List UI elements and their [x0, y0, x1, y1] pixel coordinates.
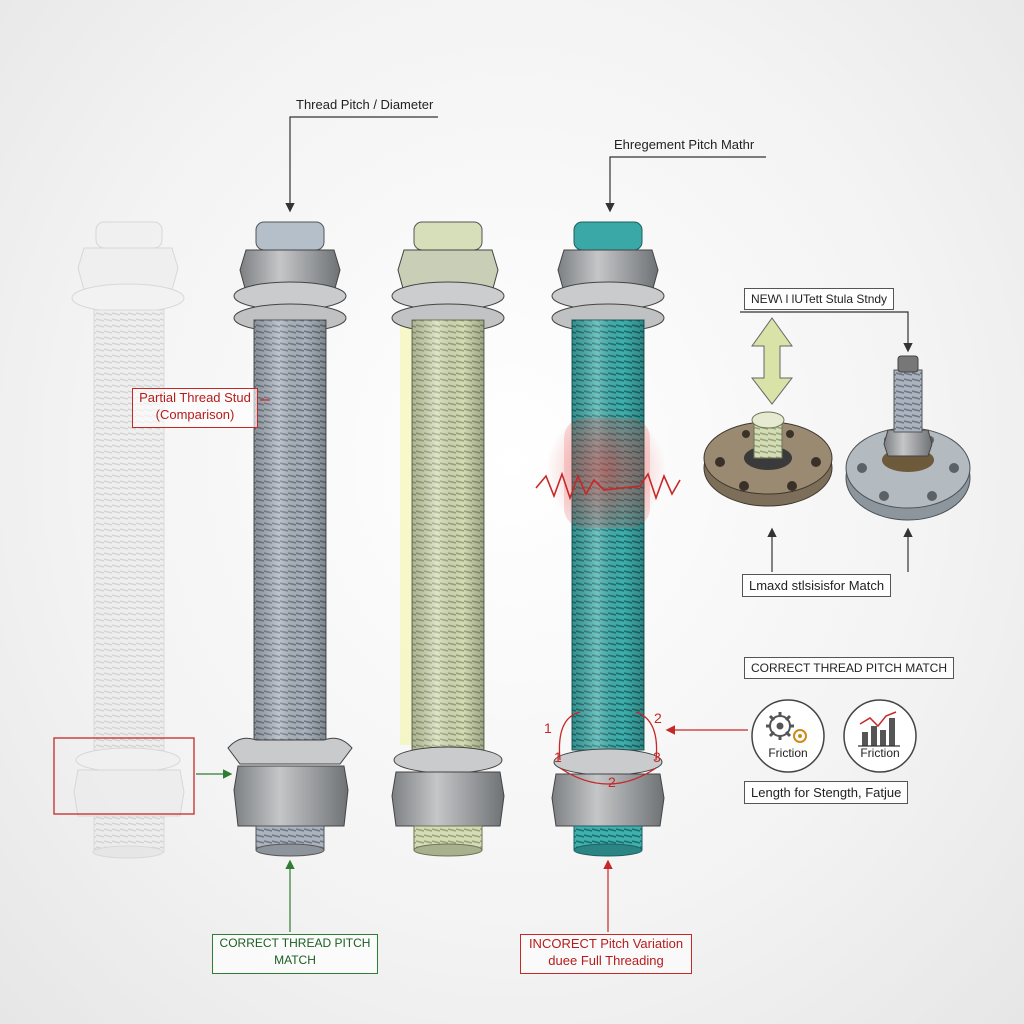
stress-wave	[535, 471, 681, 501]
callout-number-2-upper: 2	[654, 710, 662, 726]
new-stud-flange	[845, 355, 971, 521]
incorrect-pitch-label: INCORECT Pitch Variation duee Full Threa…	[520, 934, 692, 974]
leader-lines	[196, 116, 913, 932]
partial-thread-stud-line2: (Comparison)	[155, 407, 235, 422]
incorrect-pitch-line2: duee Full Threading	[548, 953, 664, 968]
correct-pitch-bottom-line2: MATCH	[274, 953, 316, 967]
bar-chart-icon-caption: Friction	[860, 746, 900, 760]
callout-number-1-lower: 1	[554, 749, 562, 765]
double-arrow-icon	[750, 317, 794, 405]
correct-pitch-bottom-label: CORRECT THREAD PITCH MATCH	[212, 934, 378, 974]
correct-pitch-bottom-line1: CORRECT THREAD PITCH	[219, 936, 371, 950]
stress-zone	[535, 410, 681, 530]
length-strength-label: Length for Stength, Fatjue	[744, 781, 909, 804]
rusty-flange	[703, 411, 833, 507]
bar-chart-icon	[843, 699, 917, 773]
teal-stud	[551, 221, 665, 857]
partial-thread-stud-line1: Partial Thread Stud	[139, 390, 251, 405]
callout-number-2-bottom: 2	[608, 774, 616, 790]
new-stud-label: NEW\ l lUTett Stula Stndy	[744, 288, 895, 310]
incorrect-pitch-line1: INCORECT Pitch Variation	[528, 936, 684, 951]
callout-number-3: 3	[653, 749, 661, 765]
partial-stud-highlight-box	[53, 737, 195, 815]
steel-stud	[227, 221, 353, 857]
partial-thread-stud-label: Partial Thread Stud (Comparison)	[132, 388, 258, 428]
lmaxd-label: Lmaxd stlsisisfor Match	[742, 574, 892, 597]
callout-number-1-upper: 1	[544, 720, 552, 736]
gears-icon-caption: Friction	[768, 746, 808, 760]
thread-pitch-diameter-label: Thread Pitch / Diameter	[296, 97, 434, 112]
green-stud	[391, 221, 505, 857]
pitch-callout	[558, 711, 658, 785]
correct-thread-pitch-match-label: CORRECT THREAD PITCH MATCH	[744, 657, 955, 679]
partial-thread-stud	[71, 221, 185, 859]
gears-icon	[751, 699, 825, 773]
engagement-pitch-label: Ehregement Pitch Mathr	[614, 137, 755, 152]
